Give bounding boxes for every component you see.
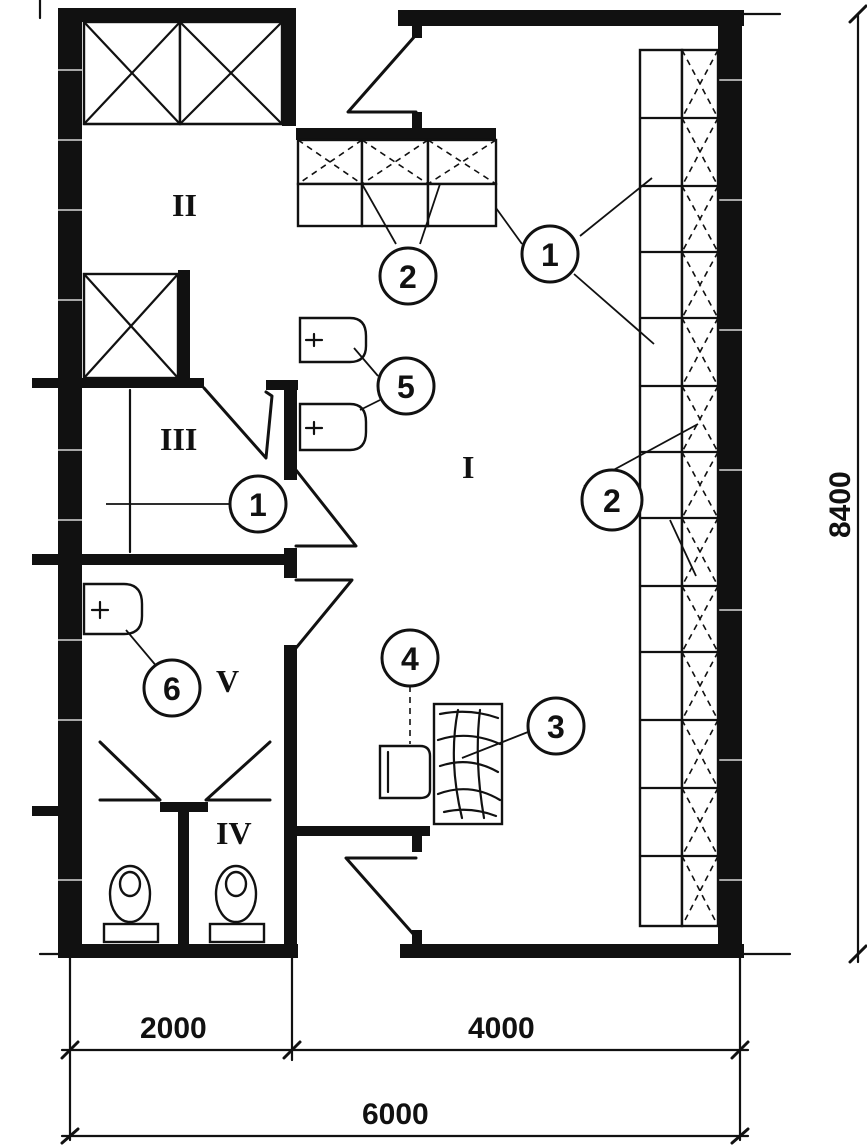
callout-label-2-right: 2 [603,483,621,519]
partition-upper [282,8,296,126]
wc-partition [178,806,189,946]
bottom-left-wall [58,944,298,958]
bottom-main-wall [400,944,744,958]
dim-6000: 6000 [362,1098,429,1131]
callout-circle [376,356,436,416]
door-top-main [346,34,418,114]
divider-drying-wash [32,554,296,565]
shower-partition [178,270,190,380]
callout-label-6: 6 [163,671,181,707]
sinks-main [298,316,368,452]
room-label-iii: III [160,421,197,457]
room-label-i: I [462,449,474,485]
callout-circle [580,468,644,532]
wall-stub-right [266,380,298,390]
room-label-v: V [216,663,239,699]
bench-top-2 [360,182,430,228]
shower-cubicles [82,20,284,380]
partition-middle [284,388,297,480]
wardrobe-right-column [680,48,720,928]
callout-label-1-right: 1 [541,237,559,273]
partition-lower [284,645,297,957]
callout-label-5: 5 [397,369,415,405]
door-drying-main [294,468,358,548]
door-wash-main [294,578,354,650]
room-label-ii: II [172,187,197,223]
callout-label-1-drying: 1 [249,487,267,523]
outer-left-wall [58,10,82,958]
top-main-wall [398,10,744,26]
dimensions: 2000 4000 6000 8400 [60,4,867,1145]
door-bottom-main [344,856,418,938]
door-shower-drying [202,386,274,460]
dim-4000: 4000 [468,1012,535,1045]
divider-wash-wc-left [32,806,80,816]
bench-top-1 [296,182,364,228]
callout-circle [378,246,438,306]
ledge-bottom-stop [412,830,422,852]
toilet-base-right [208,922,266,944]
bench-right-column [638,48,684,928]
table [432,702,504,826]
chair [378,744,432,800]
callout-label-3: 3 [547,709,565,745]
table-hatch [436,708,502,820]
callout-label-2-top: 2 [399,259,417,295]
callout-label-4: 4 [401,641,419,677]
room-label-iv: IV [216,815,252,851]
divider-shower-drying [32,378,204,388]
wardrobe-column-right [638,48,720,928]
room-labels: II III I V IV [160,187,474,851]
callouts: 2 1 5 1 2 4 3 6 [142,224,644,756]
top-left-wall [58,8,296,22]
walls [32,0,792,958]
leader-lines [106,177,699,759]
ledge-top [296,128,496,140]
doors [98,34,418,938]
door-wc-right [204,740,272,802]
wardrobe-row-top [296,138,498,228]
ledge-bottom [296,826,430,836]
sink-washroom [82,582,144,636]
toilet-base-left [102,922,160,944]
callout-circle [228,474,288,534]
dim-8400: 8400 [824,471,857,538]
chair-and-table [378,686,504,826]
callout-circle [380,628,440,688]
sink-upper [298,316,368,364]
wardrobe-right-grid [638,116,720,858]
callout-circle [526,696,586,756]
door-stop-bottom [412,930,422,948]
door-stop-top [412,16,422,38]
brick-texture [58,69,742,881]
door-wc-left [98,740,162,802]
wardrobe-right-crosses [681,49,719,927]
dim-2000: 2000 [140,1012,207,1045]
callout-circle [520,224,580,284]
callout-circle [142,658,202,718]
sink-lower [298,402,368,452]
ledge-door-stop [412,112,422,138]
outer-right-wall [718,10,742,958]
bench-top-3 [426,182,498,228]
toilets [102,864,266,944]
